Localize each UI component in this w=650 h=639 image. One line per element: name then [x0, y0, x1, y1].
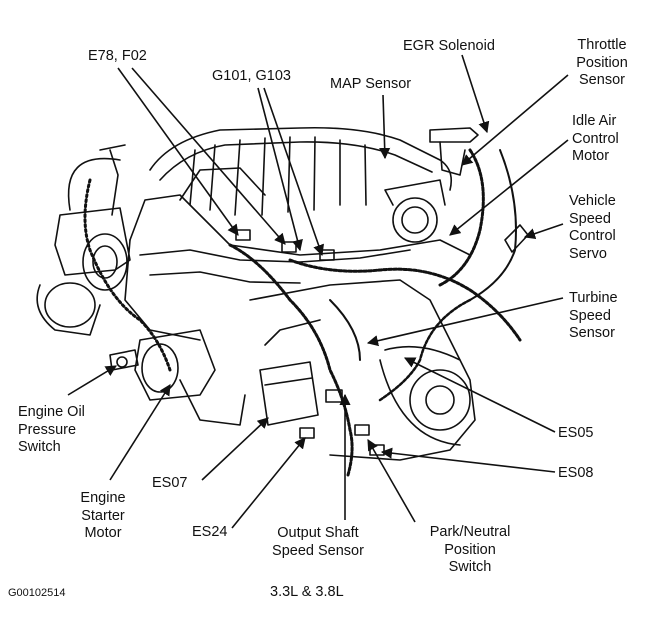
- leader-iac: [449, 139, 569, 236]
- leader-es05: [403, 357, 556, 433]
- leader-turbine: [366, 297, 564, 347]
- label-es07: ES07: [152, 475, 188, 491]
- label-map-sensor: MAP Sensor: [330, 76, 412, 92]
- leader-e78-a: [117, 67, 239, 236]
- leader-e78-b: [131, 67, 286, 245]
- label-turbine-speed-sensor: Turbine Speed Sensor: [569, 290, 618, 341]
- label-throttle-position-sensor: Throttle Position Sensor: [576, 37, 628, 88]
- label-output-shaft-speed-sensor: Output Shaft Speed Sensor: [272, 525, 364, 559]
- leader-pnp: [367, 439, 416, 523]
- leader-vsc: [523, 223, 564, 240]
- label-es08: ES08: [558, 465, 594, 481]
- figure-caption: 3.3L & 3.8L: [270, 584, 344, 600]
- leader-lines: [67, 54, 569, 529]
- engine-drawing: [36, 126, 529, 477]
- leader-g101-b: [263, 87, 324, 257]
- label-idle-air-control-motor: Idle Air Control Motor: [572, 113, 619, 164]
- leader-es24: [231, 437, 306, 529]
- leader-oil: [67, 365, 117, 396]
- label-g101-g103: G101, G103: [212, 68, 291, 84]
- label-park-neutral-position-switch: Park/Neutral Position Switch: [429, 524, 511, 575]
- leader-tps: [461, 74, 569, 166]
- label-engine-starter-motor: Engine Starter Motor: [80, 490, 126, 541]
- label-engine-oil-pressure-switch: Engine Oil Pressure Switch: [18, 404, 85, 455]
- leader-es07: [201, 417, 269, 481]
- leader-starter: [109, 384, 171, 481]
- leader-map: [379, 94, 391, 160]
- figure-id: G00102514: [8, 587, 66, 599]
- leader-egr: [461, 54, 490, 134]
- label-egr-solenoid: EGR Solenoid: [403, 38, 495, 54]
- label-es05: ES05: [558, 425, 594, 441]
- leader-g101-a: [257, 87, 303, 252]
- label-e78-f02: E78, F02: [88, 48, 147, 64]
- label-vehicle-speed-control-servo: Vehicle Speed Control Servo: [569, 193, 616, 262]
- leader-es08: [380, 447, 556, 473]
- label-es24: ES24: [192, 524, 228, 540]
